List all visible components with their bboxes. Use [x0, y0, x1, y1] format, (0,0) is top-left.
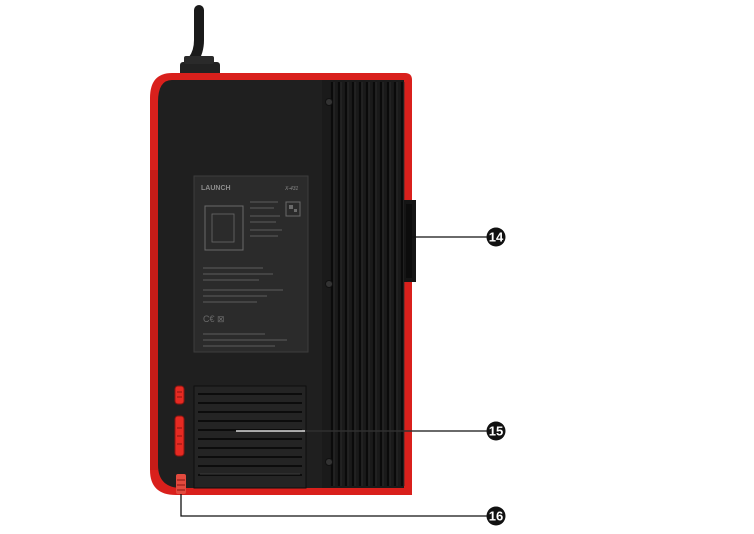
label-device-illustration: [204, 205, 244, 251]
label-certification-marks: C€ ⊠: [203, 314, 225, 324]
label-fine-print: [203, 201, 287, 347]
label-qr-code: [285, 201, 301, 217]
product-label: LAUNCH X-431 C€ ⊠: [193, 175, 309, 353]
callout-15-label: 15: [489, 424, 503, 439]
rear-handle: [404, 200, 416, 282]
callout-16: 16: [486, 506, 506, 526]
callout-14: 14: [486, 227, 506, 247]
ribbed-grip-area: [322, 80, 405, 488]
callout-14-label: 14: [489, 230, 504, 245]
battery-cover: [193, 385, 307, 489]
battery-cover-panel: [193, 385, 307, 489]
callout-leaders: [180, 236, 488, 517]
cable: [180, 5, 220, 78]
screw-group: [325, 98, 333, 466]
stylus-end: [176, 474, 186, 494]
side-buttons: [174, 385, 185, 457]
label-brand: LAUNCH: [201, 185, 231, 192]
label-product-mark: X-431: [284, 186, 299, 192]
callout-15: 15: [486, 421, 506, 441]
callout-16-label: 16: [489, 509, 503, 524]
